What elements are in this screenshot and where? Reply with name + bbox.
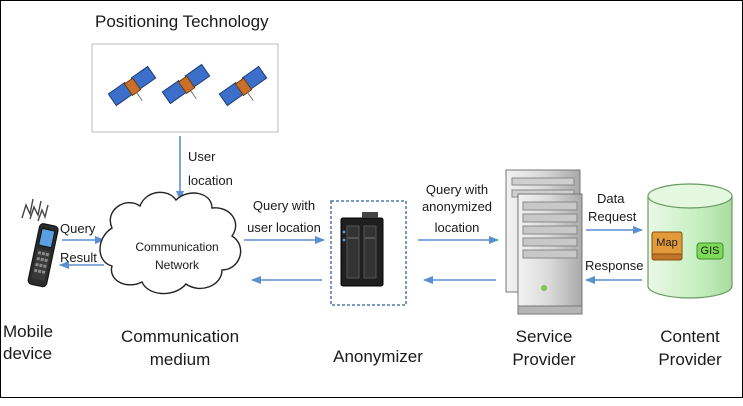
caption-medium: medium xyxy=(149,350,211,369)
signal-icon xyxy=(21,198,49,222)
nas-device-icon xyxy=(340,212,384,287)
caption-service: Service xyxy=(515,327,573,346)
gis-label: GIS xyxy=(700,245,720,257)
caption-provider-2: Provider xyxy=(658,350,722,369)
label-result: Result xyxy=(60,250,97,265)
label-query-with-2: Query with xyxy=(425,182,489,197)
satellite-icon xyxy=(218,65,268,107)
caption-device: device xyxy=(3,344,53,363)
label-request: Request xyxy=(588,209,637,224)
label-location: location xyxy=(188,173,233,188)
caption-communication: Communication xyxy=(120,327,240,346)
label-user-location: user location xyxy=(247,220,321,235)
database-icon xyxy=(647,183,733,299)
title: Positioning Technology xyxy=(95,12,269,31)
gis-icon xyxy=(696,242,724,260)
caption-provider: Provider xyxy=(512,350,576,369)
caption-anonymizer: Anonymizer xyxy=(333,347,423,366)
map-label: Map xyxy=(656,237,678,249)
mobile-phone-icon xyxy=(27,223,59,288)
label-query-with: Query with xyxy=(252,198,316,213)
label-user: User xyxy=(188,149,216,164)
map-icon xyxy=(651,231,683,261)
anonymizer-frame xyxy=(330,200,407,306)
satellite-icon xyxy=(107,65,157,107)
label-anonymized: anonymized xyxy=(421,199,493,214)
caption-content: Content xyxy=(660,327,720,346)
cloud-icon xyxy=(99,191,242,295)
label-response: Response xyxy=(585,258,644,273)
label-data: Data xyxy=(597,191,625,206)
satellite-icon xyxy=(161,63,211,105)
label-location-2: location xyxy=(434,220,480,235)
server-icon xyxy=(517,193,583,315)
label-query: Query xyxy=(60,221,96,236)
cloud-label-line1: Communication xyxy=(135,240,219,254)
caption-mobile: Mobile xyxy=(3,322,54,341)
cloud-label-line2: Network xyxy=(154,258,199,272)
